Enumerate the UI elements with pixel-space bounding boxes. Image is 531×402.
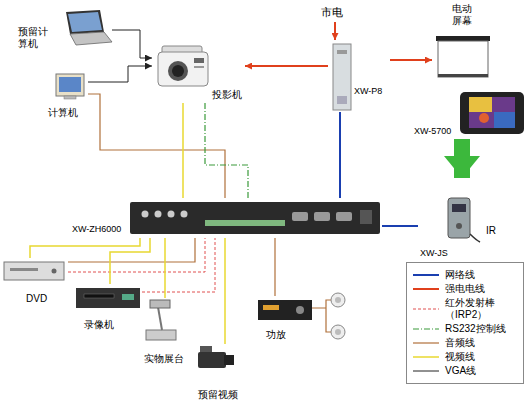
device-label: XW-P8 (354, 86, 382, 97)
legend-row: 强电电线 (412, 283, 518, 295)
legend-line-sample (412, 338, 440, 348)
device-label: 电动 屏幕 (452, 3, 474, 27)
connector (182, 103, 184, 198)
amplifier-icon (258, 300, 312, 320)
connector (382, 225, 418, 227)
laptop-device: 预留计 算机 (16, 8, 112, 52)
legend-row: 音频线 (412, 337, 518, 349)
connector (110, 238, 150, 284)
central-controller: XW-ZH6000 (70, 198, 382, 238)
legend-text: 视频线 (445, 351, 475, 363)
label-holder: IR (486, 220, 496, 238)
legend-text: RS232控制线 (445, 323, 506, 335)
wireless-receiver: XW-JS (418, 192, 518, 261)
device-label: 预留计 算机 (18, 26, 50, 50)
central-controller-icon (130, 202, 380, 234)
legend-line-sample (412, 352, 440, 362)
projector-icon (158, 46, 208, 86)
amplifier: 功放 (254, 296, 314, 348)
legend-line-sample (412, 324, 440, 334)
screen-icon (436, 36, 490, 77)
desktop-icon (56, 74, 84, 99)
connector (334, 22, 336, 40)
device-label: 预留视频 (198, 389, 238, 401)
video-recorder: 录像机 (72, 284, 142, 333)
projector-device: 投影机 (152, 44, 245, 103)
part-label: IR (486, 225, 496, 237)
document-camera-icon (146, 300, 176, 340)
legend-row: RS232控制线 (412, 323, 518, 335)
camcorder-icon (198, 346, 234, 368)
legend-box: 网络线强电电线红外发射棒 （IRP2） RS232控制线音频线视频线 VGA线 (406, 262, 524, 384)
connector (164, 238, 166, 298)
mains-power: 市电 (318, 0, 352, 22)
computer-device: 计算机 (46, 72, 88, 121)
legend-text: 强电电线 (445, 283, 485, 295)
device-label: 功放 (266, 329, 286, 341)
power-controller-icon (333, 44, 351, 110)
connector (68, 238, 205, 272)
connector (88, 94, 225, 198)
legend-text: 网络线 (445, 269, 475, 281)
receiver-icon (448, 198, 480, 242)
legend-line-sample (412, 284, 440, 294)
touch-panel: XW-5700 (412, 88, 528, 139)
connector (454, 139, 470, 178)
connector (142, 238, 215, 292)
touch-panel-icon (460, 92, 524, 134)
device-label: 投影机 (212, 89, 242, 101)
legend-line-sample (412, 304, 440, 314)
legend-text: 音频线 (445, 337, 475, 349)
connector (224, 238, 226, 344)
device-label: DVD (26, 293, 47, 305)
legend-line-sample (412, 270, 440, 280)
dvd-player: DVD (2, 258, 68, 307)
power-controller: XW-P8 (328, 40, 390, 112)
dvd-icon (4, 262, 64, 280)
connector (390, 59, 432, 61)
camera-device: 预留视频 (192, 344, 248, 402)
electric-screen: 电动 屏幕 (432, 0, 494, 82)
device-label: XW-JS (420, 248, 448, 259)
connector (68, 238, 195, 262)
connector (274, 238, 275, 296)
legend-row: VGA线 (412, 365, 518, 377)
device-label: XW-ZH6000 (72, 224, 121, 235)
device-label: 实物展台 (144, 353, 184, 365)
laptop-icon (66, 10, 112, 45)
speaker-icons (312, 293, 345, 339)
legend-line-sample (412, 366, 440, 376)
legend-text: 红外发射棒 （IRP2） (445, 297, 518, 321)
legend-row: 网络线 (412, 269, 518, 281)
connector (205, 103, 248, 198)
vcr-icon (76, 288, 140, 308)
connector (245, 65, 328, 67)
document-camera: 实物展台 (142, 298, 188, 368)
connector (88, 66, 152, 82)
legend-row: 视频线 (412, 351, 518, 363)
device-label: XW-5700 (414, 126, 451, 137)
device-label: 录像机 (84, 319, 114, 331)
connector (112, 30, 152, 58)
device-label: 计算机 (48, 107, 78, 119)
device-label: 市电 (321, 6, 343, 19)
legend-row: 红外发射棒 （IRP2） (412, 297, 518, 321)
legend-text: VGA线 (445, 365, 476, 377)
connector (339, 112, 341, 198)
connector (30, 238, 140, 258)
